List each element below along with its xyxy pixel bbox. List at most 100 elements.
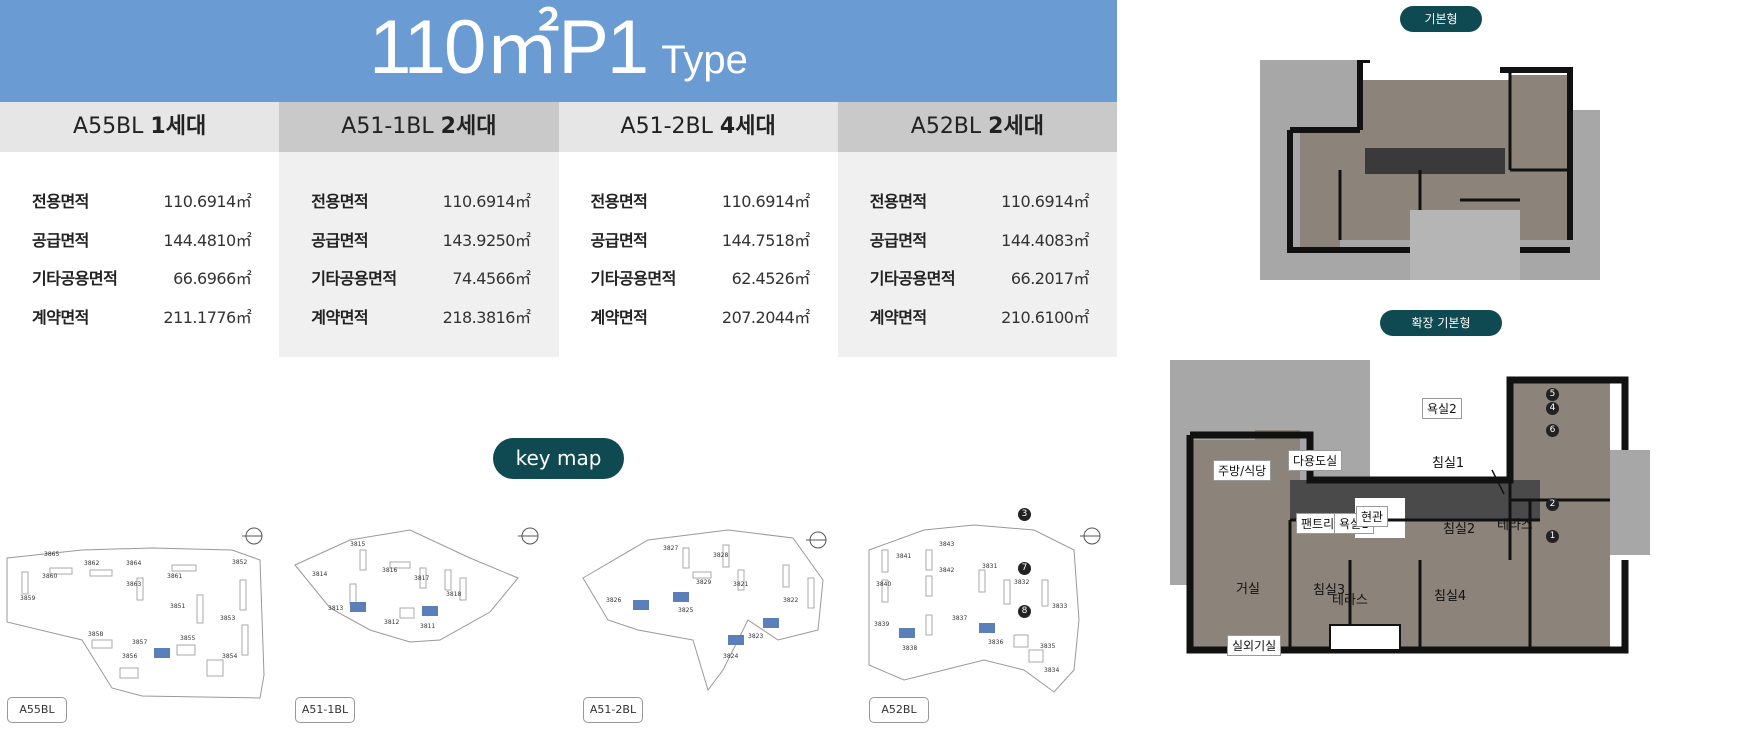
site-map-svg: 3865 3862 3864 3863 3861 3860 3859 3858 3857 3… xyxy=(6,527,265,699)
room-bed2: 침실2 xyxy=(1443,522,1476,537)
room-bath2: 욕실2 xyxy=(1422,398,1462,419)
room-outdoor-unit: 실외기실 xyxy=(1227,635,1282,656)
block-header: A55BL 1세대 xyxy=(0,102,280,152)
map-label[interactable]: A51-1BL xyxy=(295,697,355,723)
extended-floor-plan xyxy=(1170,360,1650,654)
basic-floor-plan xyxy=(1260,60,1600,280)
room-pantry: 팬트리 xyxy=(1296,513,1340,534)
room-utility: 다용도실 xyxy=(1288,450,1343,471)
extended-plan-badge: 확장 기본형 xyxy=(1380,310,1502,336)
svg-text:3864: 3864 xyxy=(126,560,141,567)
svg-text:3840: 3840 xyxy=(876,581,891,588)
svg-text:3838: 3838 xyxy=(902,645,917,652)
svg-text:3857: 3857 xyxy=(132,639,147,646)
room-terrace-right: 테라스 xyxy=(1497,518,1533,533)
svg-text:3812: 3812 xyxy=(384,619,399,626)
svg-text:3860: 3860 xyxy=(42,573,57,580)
svg-text:3829: 3829 xyxy=(696,579,711,586)
view-marker: 7 xyxy=(1018,562,1031,575)
svg-text:3811: 3811 xyxy=(420,623,435,630)
block-header: A51-1BL 2세대 xyxy=(279,102,559,152)
svg-text:3836: 3836 xyxy=(988,639,1003,646)
svg-text:3853: 3853 xyxy=(220,615,235,622)
room-bed4: 침실4 xyxy=(1434,589,1467,604)
svg-text:3834: 3834 xyxy=(1044,667,1059,674)
svg-text:3817: 3817 xyxy=(414,575,429,582)
svg-text:3828: 3828 xyxy=(713,552,728,559)
view-marker: 2 xyxy=(1546,498,1559,511)
svg-text:3851: 3851 xyxy=(170,603,185,610)
key-map-button[interactable]: key map xyxy=(493,438,624,479)
right-panel: 기본형 확장 기본형 욕실2 침실1 주방/식당 다용도실 팬트리 욕실1 현관… xyxy=(1018,0,1753,730)
svg-text:3832: 3832 xyxy=(1014,579,1029,586)
room-living: 거실 xyxy=(1236,582,1260,597)
svg-text:3814: 3814 xyxy=(312,571,327,578)
svg-text:3816: 3816 xyxy=(382,567,397,574)
room-entrance: 현관 xyxy=(1356,506,1389,527)
block-header: A52BL 2세대 xyxy=(837,102,1117,152)
svg-text:3837: 3837 xyxy=(952,615,967,622)
svg-text:3856: 3856 xyxy=(122,653,137,660)
svg-text:3859: 3859 xyxy=(20,595,35,602)
svg-text:3854: 3854 xyxy=(222,653,237,660)
type-title-main: 110㎡P1 xyxy=(369,5,649,90)
map-label[interactable]: A51-2BL xyxy=(583,697,643,723)
view-marker: 3 xyxy=(1018,508,1031,521)
svg-text:3865: 3865 xyxy=(44,551,59,558)
view-marker: 4 xyxy=(1546,402,1559,415)
svg-text:3855: 3855 xyxy=(180,635,195,642)
room-bed3: 침실3 xyxy=(1313,583,1346,598)
map-label[interactable]: A52BL xyxy=(869,697,929,723)
svg-text:3841: 3841 xyxy=(896,553,911,560)
room-terrace-bottom: 테라스 xyxy=(1332,593,1368,608)
svg-text:3822: 3822 xyxy=(783,597,798,604)
svg-text:3852: 3852 xyxy=(232,559,247,566)
svg-text:3823: 3823 xyxy=(748,633,763,640)
view-marker: 5 xyxy=(1546,388,1559,401)
svg-text:3818: 3818 xyxy=(446,591,461,598)
svg-text:3821: 3821 xyxy=(733,581,748,588)
svg-text:3815: 3815 xyxy=(350,541,365,548)
svg-text:3842: 3842 xyxy=(939,567,954,574)
room-kitchen: 주방/식당 xyxy=(1213,460,1272,481)
svg-text:3827: 3827 xyxy=(663,545,678,552)
svg-text:3813: 3813 xyxy=(328,605,343,612)
svg-text:3861: 3861 xyxy=(167,573,182,580)
svg-text:3858: 3858 xyxy=(88,631,103,638)
svg-text:3826: 3826 xyxy=(606,597,621,604)
site-map-a51-1bl: 3815 3814 3816 3817 3818 3813 3812 3811 A51-1… xyxy=(290,520,560,725)
svg-text:3835: 3835 xyxy=(1040,643,1055,650)
svg-text:3833: 3833 xyxy=(1052,603,1067,610)
map-label[interactable]: A55BL xyxy=(7,697,67,723)
block-header: A51-2BL 4세대 xyxy=(558,102,838,152)
svg-text:3863: 3863 xyxy=(126,581,141,588)
room-bed1: 침실1 xyxy=(1432,456,1465,471)
svg-text:3862: 3862 xyxy=(84,560,99,567)
svg-text:3831: 3831 xyxy=(982,563,997,570)
key-map-list: 3865 3862 3864 3863 3861 3860 3859 3858 3857 3… xyxy=(0,520,1117,725)
view-marker: 8 xyxy=(1018,605,1031,618)
view-marker: 6 xyxy=(1546,424,1559,437)
basic-plan-badge: 기본형 xyxy=(1400,6,1482,32)
